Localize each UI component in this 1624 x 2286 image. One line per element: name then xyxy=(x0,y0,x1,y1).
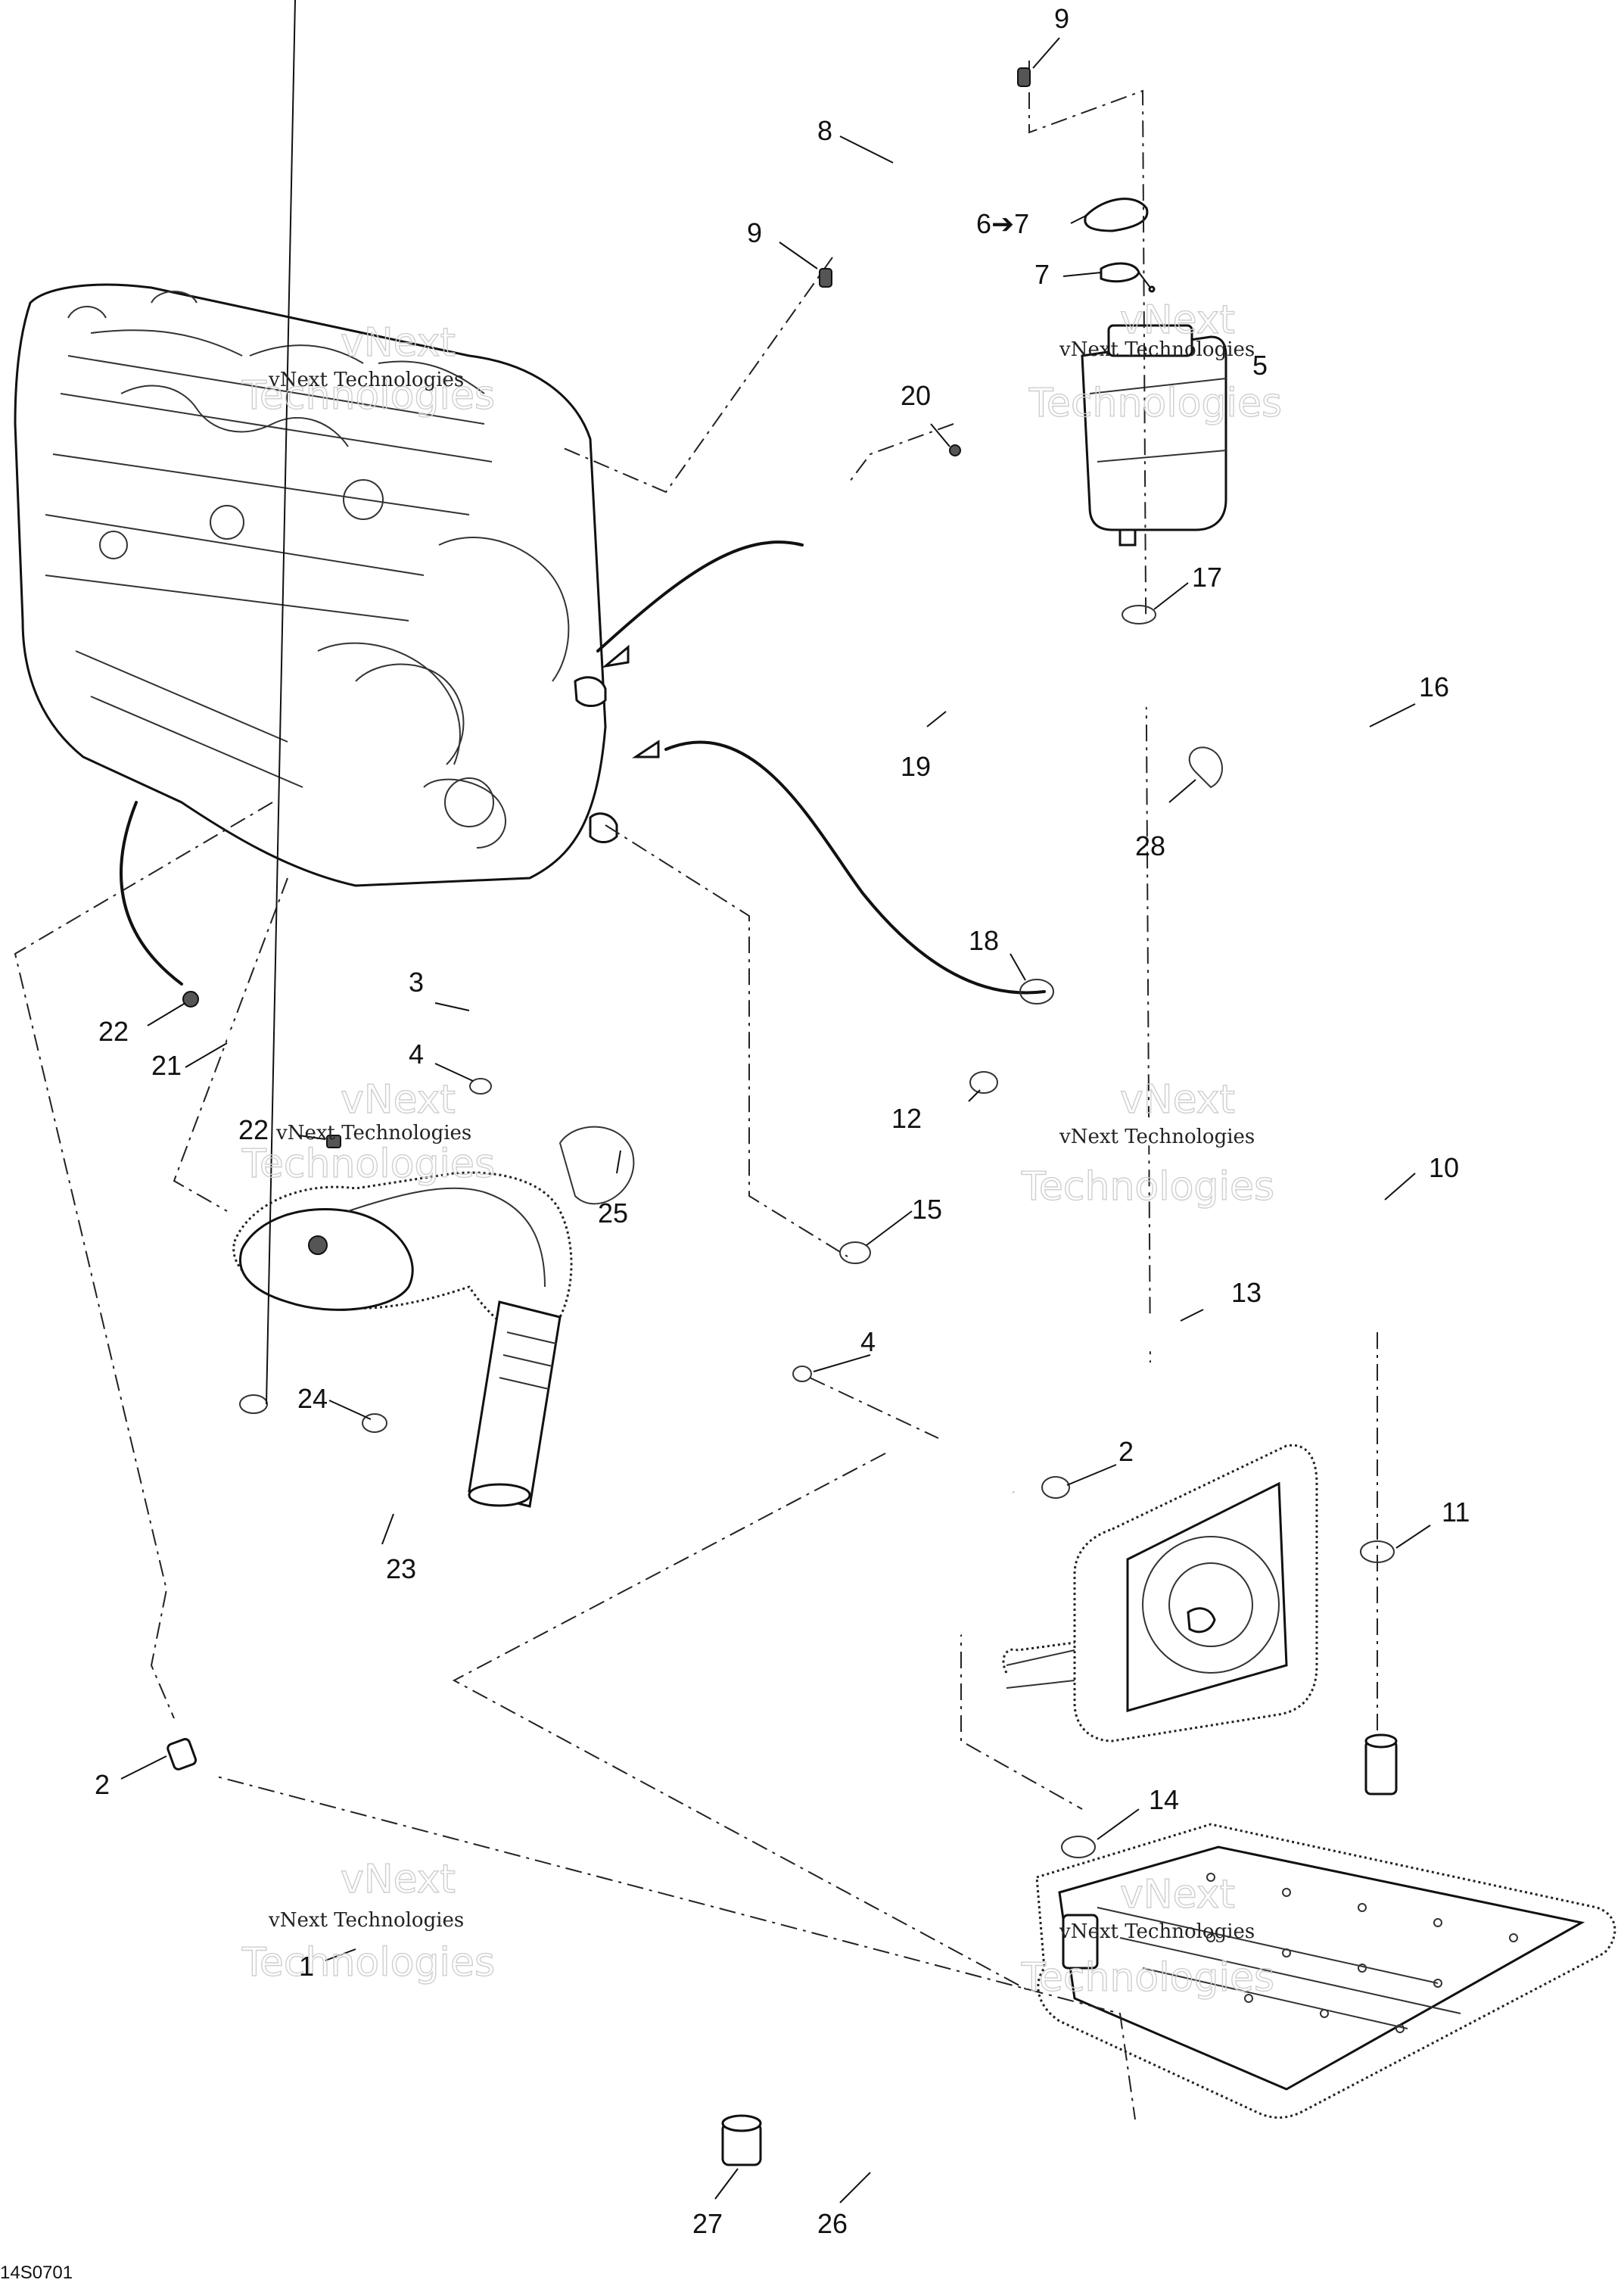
clamp-2-right xyxy=(1041,1476,1070,1499)
hose-16 xyxy=(1122,615,1389,892)
coolant-reservoir-drawing xyxy=(1081,198,1227,547)
watermark-ghost: vNext xyxy=(1120,1077,1235,1123)
clamp-17 xyxy=(1122,605,1156,624)
assembly-lines xyxy=(14,61,1378,2120)
clamp-22-top xyxy=(182,991,199,1008)
muffler-drawing xyxy=(232,1171,573,1508)
callout-12: 12 xyxy=(891,1103,922,1134)
hose-8 xyxy=(837,27,1025,253)
watermarks: vNext Technologies vNext Technologies vN… xyxy=(241,297,1282,2001)
callout-9: 9 xyxy=(747,217,762,248)
callout-2: 2 xyxy=(95,1769,110,1800)
hose-23 xyxy=(248,1438,390,1529)
clamp-9-top xyxy=(1017,67,1031,87)
hose-26 xyxy=(782,2121,973,2192)
watermark-ghost: vNext xyxy=(341,1077,456,1123)
callout-5: 5 xyxy=(1252,350,1268,381)
watermark-ghost: Technologies xyxy=(241,373,495,419)
callouts: 9 8 9 6➔7 7 5 20 17 16 19 28 18 12 10 15… xyxy=(95,3,1470,2239)
watermark-ghost: Technologies xyxy=(241,1940,495,1985)
clamp-4-bottom xyxy=(792,1366,812,1382)
callout-7: 7 xyxy=(1034,259,1050,290)
callout-19: 19 xyxy=(901,751,931,782)
callout-1: 1 xyxy=(299,1951,314,1982)
fitting-27 xyxy=(721,2114,762,2166)
clamp-11 xyxy=(1360,1540,1395,1563)
hoses xyxy=(120,27,1398,2192)
callout-23: 23 xyxy=(386,1553,416,1584)
clamp-15 xyxy=(839,1241,871,1264)
watermark-text: vNext Technologies xyxy=(1059,1920,1255,1943)
hose-21 xyxy=(226,1024,334,1098)
clamp-28 xyxy=(1188,746,1223,789)
clamp-4-top xyxy=(469,1078,492,1095)
clamp-24-right xyxy=(362,1413,387,1433)
watermark-ghost: vNext xyxy=(341,1857,456,1902)
callout-18: 18 xyxy=(969,925,999,956)
clamp-18 xyxy=(1019,979,1054,1004)
callout-8: 8 xyxy=(817,115,832,146)
watermark-text: vNext Technologies xyxy=(1059,1126,1255,1148)
watermark-ghost: Technologies xyxy=(1021,1164,1274,1210)
hose-19 xyxy=(836,495,1117,860)
watermark-text: vNext Technologies xyxy=(268,1909,464,1932)
callout-10: 10 xyxy=(1429,1152,1459,1183)
callout-4: 4 xyxy=(409,1039,424,1070)
clamp-22-mid xyxy=(326,1135,341,1148)
clamp-14 xyxy=(1061,1836,1096,1858)
clamps xyxy=(182,67,1395,1858)
hose-3 xyxy=(474,998,774,1372)
callout-26: 26 xyxy=(817,2208,848,2239)
callout-22: 22 xyxy=(98,1016,129,1047)
diagram-code: 14S0701 xyxy=(0,2263,73,2283)
callout-15: 15 xyxy=(912,1194,942,1225)
watermark-ghost: Technologies xyxy=(1028,381,1282,426)
watermark-text: vNext Technologies xyxy=(275,1122,471,1145)
callout-16: 16 xyxy=(1419,671,1449,702)
watermark-ghost: Technologies xyxy=(241,1141,495,1187)
callout-28: 28 xyxy=(1135,830,1165,861)
engine-block-drawing xyxy=(14,283,618,887)
watermark-ghost: vNext xyxy=(341,320,456,366)
callout-3: 3 xyxy=(409,967,424,998)
hose-1 xyxy=(185,1752,1003,2143)
watermark-ghost: vNext xyxy=(1120,1872,1235,1917)
hose-13 xyxy=(876,1270,1198,1637)
callout-21: 21 xyxy=(151,1050,182,1081)
callout-11: 11 xyxy=(1442,1496,1470,1528)
clamp-12 xyxy=(969,1071,998,1094)
callout-9: 9 xyxy=(1054,3,1069,34)
callout-20: 20 xyxy=(901,380,931,411)
watermark-text: vNext Technologies xyxy=(268,369,464,391)
callout-4: 4 xyxy=(860,1326,876,1357)
hose-10 xyxy=(970,1076,1398,1293)
watermark-ghost: vNext xyxy=(1120,297,1235,343)
watermark-text: vNext Technologies xyxy=(1059,338,1255,361)
callout-2: 2 xyxy=(1118,1436,1134,1467)
callout-27: 27 xyxy=(692,2208,723,2239)
ride-plate-bolts xyxy=(1206,1873,1518,2033)
callout-24: 24 xyxy=(297,1383,328,1414)
callout-13: 13 xyxy=(1231,1277,1262,1308)
clamp-9-mid xyxy=(819,268,832,288)
callout-6-7: 6➔7 xyxy=(976,208,1029,239)
clamp-24-left xyxy=(239,1394,268,1414)
leader-lines xyxy=(120,0,1431,2203)
watermark-ghost: Technologies xyxy=(1021,1955,1274,2001)
callout-25: 25 xyxy=(598,1198,628,1229)
ride-plate-drawing xyxy=(1035,1733,1616,2119)
callout-17: 17 xyxy=(1192,562,1222,593)
callout-22: 22 xyxy=(238,1114,269,1145)
jet-pump-housing-drawing xyxy=(1002,1444,1318,1743)
clamp-20 xyxy=(949,444,961,456)
callout-14: 14 xyxy=(1149,1784,1179,1815)
gasket-25 xyxy=(558,1126,635,1205)
